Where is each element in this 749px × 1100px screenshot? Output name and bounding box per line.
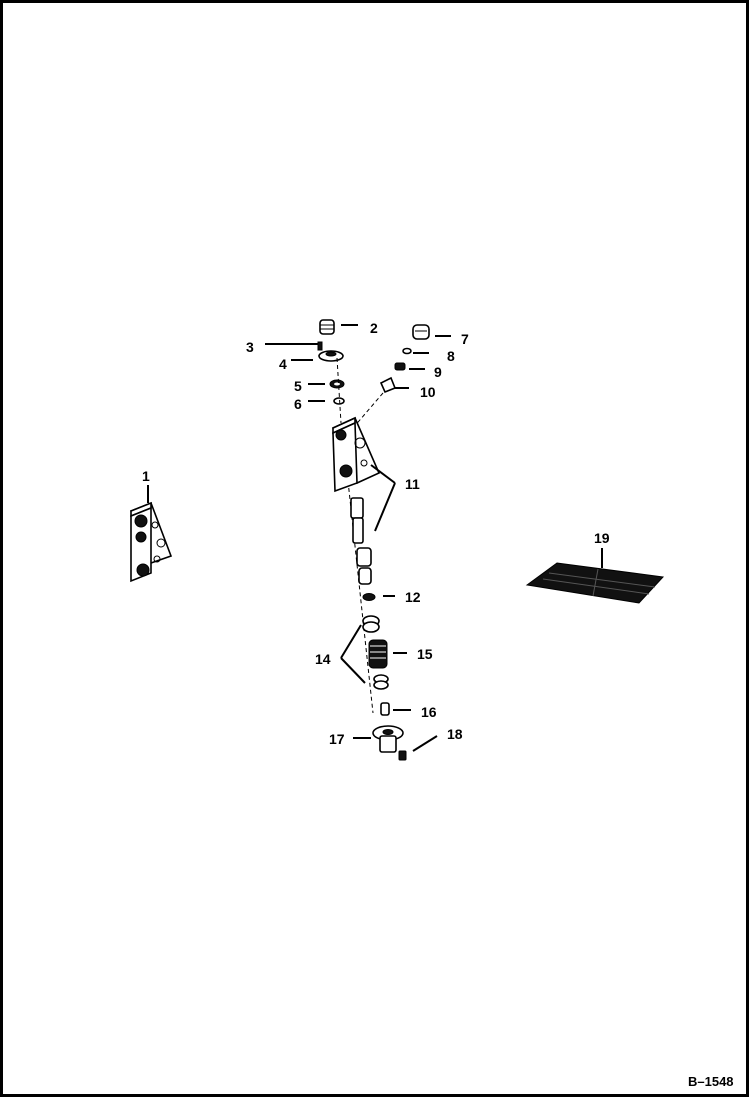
part-7-cap [412,324,430,340]
callout-4: 4 [279,356,287,372]
callout-labels: 1 2 3 4 5 6 7 8 9 10 11 12 14 15 16 17 1… [142,320,610,747]
leader-lines [147,324,603,752]
part-18-bolt [398,750,407,761]
part-9-spring [394,362,406,371]
part-11-valve-body [331,416,381,493]
part-1-valve-block [129,501,173,583]
callout-11: 11 [405,476,420,492]
part-8-ring [402,347,412,355]
callout-19: 19 [594,530,610,546]
assembly-axis-vertical [347,480,374,714]
part-2-plug [319,319,335,335]
part-19-decal [525,562,665,604]
part-17-cap-housing [372,725,404,753]
part-11-spool [350,497,372,585]
part-15-spring [368,639,388,669]
callout-5: 5 [294,378,302,394]
part-12-ring [362,593,376,601]
part-5-o-ring [329,379,345,389]
callout-3: 3 [246,339,254,355]
callout-10: 10 [420,384,436,400]
document-id: B–1548 [688,1074,734,1089]
part-3-pin [317,341,323,351]
part-4-disc [318,350,344,362]
callout-16: 16 [421,704,437,720]
assembly-axis-left [336,357,342,424]
assembly-axis-right [352,392,384,429]
part-10-poppet [379,376,397,394]
callout-6: 6 [294,396,302,412]
callout-15: 15 [417,646,433,662]
callout-14: 14 [315,651,331,667]
exploded-parts-diagram: 1 2 3 4 5 6 7 8 9 10 11 12 14 15 16 17 1… [129,319,734,1089]
callout-2: 2 [370,320,378,336]
callout-9: 9 [434,364,442,380]
part-14-spring-seat-lower [373,674,389,690]
callout-18: 18 [447,726,463,742]
callout-12: 12 [405,589,421,605]
part-6-o-ring [333,397,345,405]
callout-1: 1 [142,468,150,484]
part-14-spring-seat-upper [362,615,380,633]
callout-8: 8 [447,348,455,364]
callout-7: 7 [461,331,469,347]
callout-17: 17 [329,731,345,747]
part-16-screw [380,702,390,716]
